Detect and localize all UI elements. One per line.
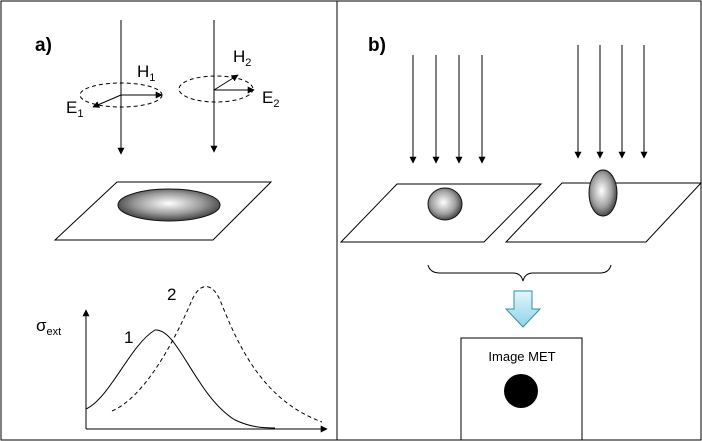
- panel-b-label: b): [368, 35, 386, 56]
- panel-a: a) H1 E1 H2 E2 σext 1: [35, 20, 328, 433]
- incident-beam-left: [409, 55, 486, 164]
- incident-beam-right: [574, 45, 648, 159]
- tem-image-box: Image MET: [460, 337, 583, 441]
- extinction-curve-1: [85, 329, 276, 429]
- h2-vector: [213, 74, 239, 91]
- down-arrow: [504, 290, 542, 328]
- curve-1-label: 1: [124, 328, 133, 347]
- h2-label: H2: [233, 47, 251, 69]
- elongated-nanoparticle-vertical: [588, 169, 618, 217]
- e2-label: E2: [262, 88, 279, 110]
- extinction-graph: σext 1 2: [36, 285, 328, 433]
- extinction-curve-2: [111, 286, 323, 423]
- e1-label: E1: [66, 98, 83, 120]
- incident-wave-2: H2 E2: [178, 20, 279, 153]
- elongated-nanoparticle: [117, 188, 221, 222]
- incident-wave-1: H1 E1: [66, 20, 163, 155]
- tem-particle-projection: [504, 374, 538, 408]
- panel-a-label: a): [35, 35, 52, 56]
- spherical-nanoparticle: [427, 187, 463, 221]
- tem-image-label: Image MET: [488, 349, 555, 364]
- e1-vector: [92, 94, 122, 108]
- y-axis-label: σext: [36, 316, 61, 338]
- panel-b: b) Image MET: [339, 35, 702, 441]
- curve-2-label: 2: [167, 285, 176, 304]
- grouping-brace: [427, 264, 612, 282]
- h1-label: H1: [137, 62, 155, 84]
